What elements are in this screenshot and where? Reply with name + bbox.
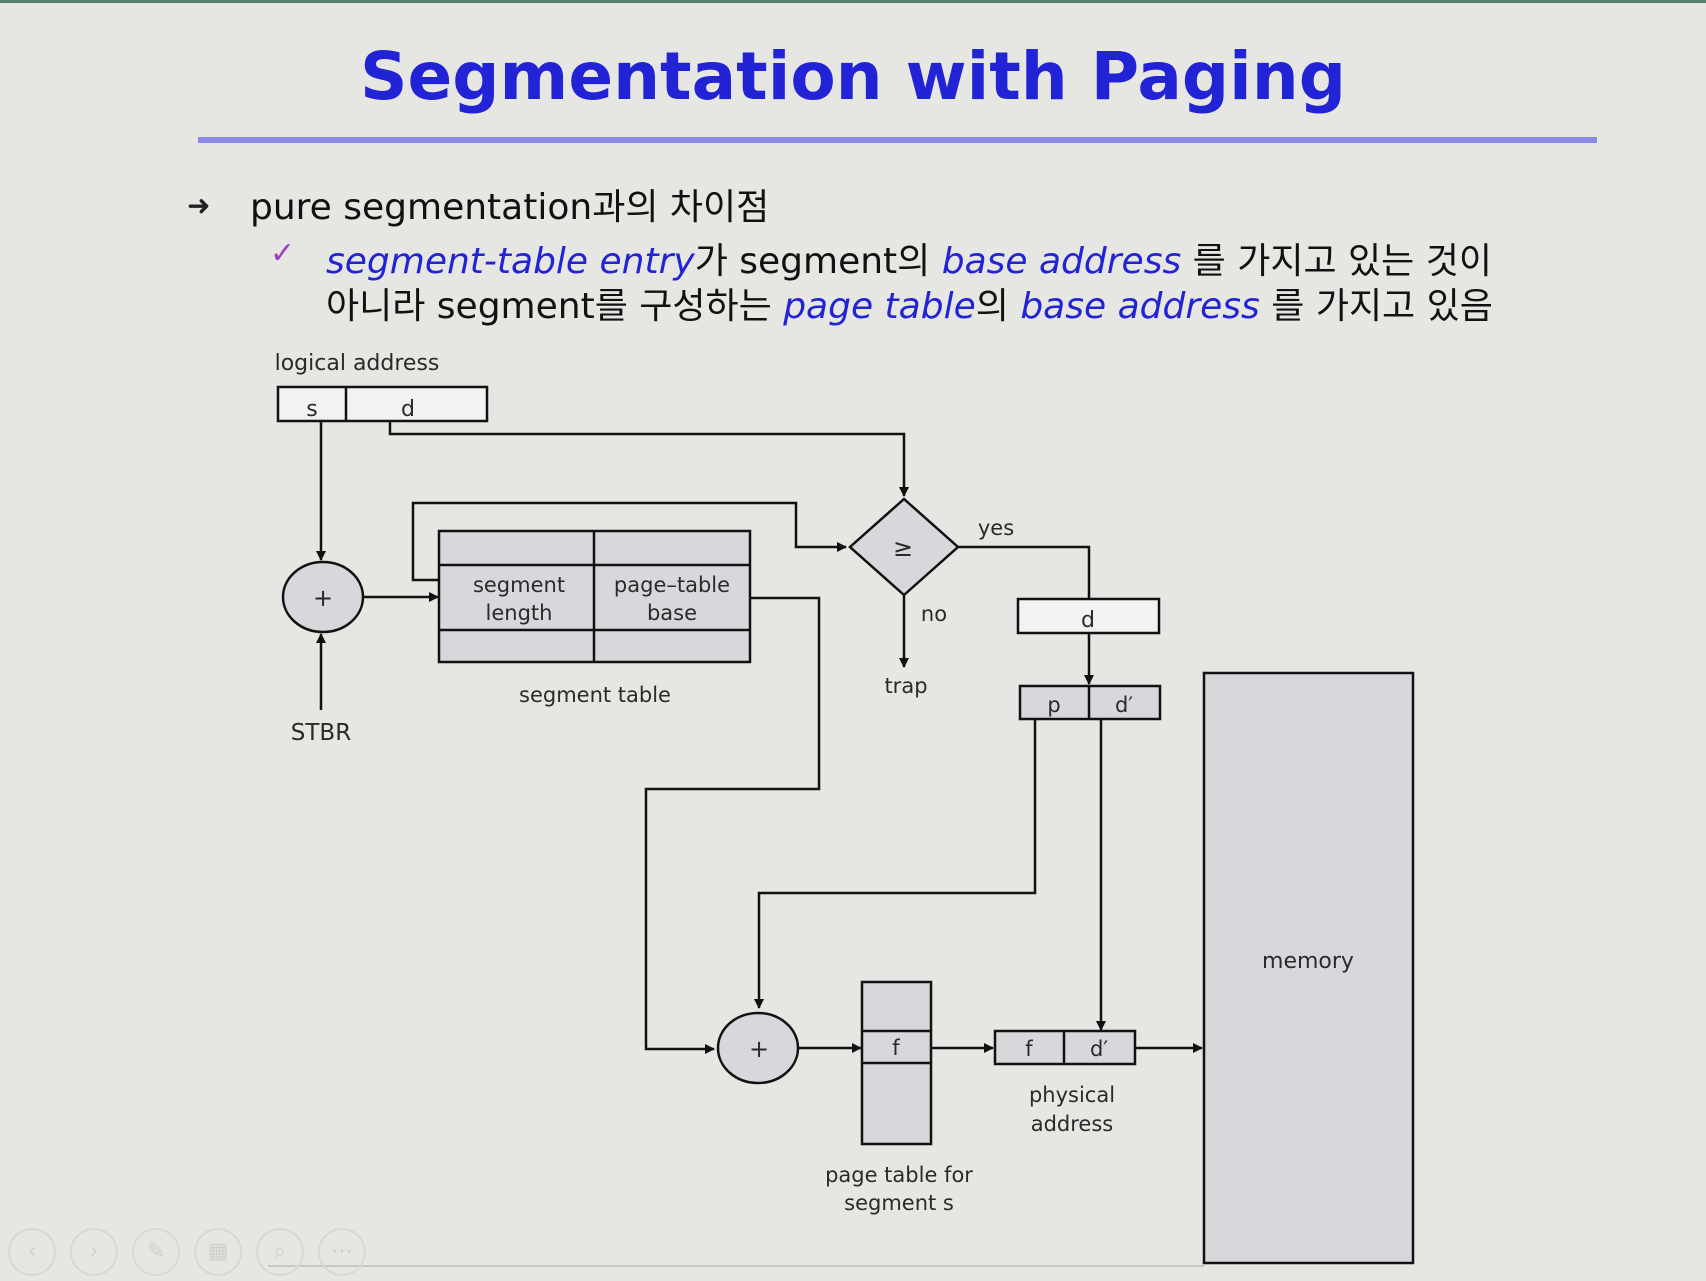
page-table-base-label-1: page–table (614, 573, 730, 597)
memory-block (1202, 671, 1415, 1265)
physical-f-field: f (1025, 1037, 1033, 1061)
bullet-arrow-icon: ➜ (187, 189, 211, 222)
back-icon[interactable]: ‹ (8, 1228, 56, 1276)
segment-length-label-1: segment (473, 573, 565, 597)
yes-label: yes (978, 516, 1014, 540)
page-table-label-2: segment s (844, 1191, 954, 1215)
d-prime-field: d′ (1115, 693, 1133, 717)
line1-text-a: 가 segment의 (694, 241, 942, 282)
page-table-label-1: page table for (825, 1163, 973, 1187)
bullet-main: pure segmentation과의 차이점 (250, 187, 770, 228)
adder-plus-2: + (749, 1035, 769, 1063)
memory-label: memory (1262, 949, 1354, 974)
physical-address-label-2: address (1031, 1112, 1114, 1136)
logical-address-box (276, 385, 489, 423)
physical-d-prime-field: d′ (1090, 1037, 1108, 1061)
term-base-address-2: base address (1020, 286, 1260, 327)
s-field: s (306, 397, 317, 422)
compare-symbol: ≥ (893, 534, 913, 562)
sub-bullet-line-1: segment-table entry가 segment의 base addre… (326, 232, 1492, 284)
d-box (1016, 597, 1161, 635)
physical-address-label-1: physical (1029, 1083, 1115, 1107)
zoom-icon[interactable]: ⌕ (256, 1228, 304, 1276)
trap-label: trap (884, 674, 927, 698)
line2-text-a: 아니라 segment를 구성하는 (326, 286, 784, 327)
line1-text-b: 를 가지고 있는 것이 (1181, 241, 1492, 282)
grid-icon[interactable]: ▦ (194, 1228, 242, 1276)
d-field: d (401, 397, 415, 422)
segment-length-label-2: length (486, 601, 553, 625)
presentation-toolbar: ‹ › ✎ ▦ ⌕ ⋯ (8, 1228, 366, 1276)
term-base-address-1: base address (941, 241, 1182, 282)
length-to-compare-arrow (411, 501, 847, 582)
d-box-label: d (1081, 608, 1095, 633)
line2-text-b: 의 (975, 286, 1021, 327)
forward-icon[interactable]: › (70, 1228, 118, 1276)
term-segment-table-entry: segment-table entry (326, 241, 695, 282)
pen-icon[interactable]: ✎ (132, 1228, 180, 1276)
no-label: no (921, 602, 947, 626)
adder-plus-1: + (313, 584, 333, 612)
segment-table-label: segment table (519, 683, 671, 707)
checkmark-icon: ✓ (270, 236, 296, 271)
sub-bullet-line-2: 아니라 segment를 구성하는 page table의 base addre… (326, 277, 1493, 329)
stbr-label: STBR (291, 720, 351, 746)
page-table-base-label-2: base (647, 601, 697, 625)
title-underline (198, 137, 1597, 143)
logical-address-label: logical address (275, 351, 440, 376)
yes-to-d-line (958, 545, 1091, 599)
p-to-adder-arrow (754, 719, 1037, 1009)
term-page-table: page table (783, 286, 976, 327)
more-icon[interactable]: ⋯ (318, 1228, 366, 1276)
slide-title: Segmentation with Paging (360, 38, 1346, 115)
d-to-compare-arrow (388, 421, 909, 497)
page-table-base-to-adder-arrow (644, 596, 821, 1054)
p-field: p (1047, 693, 1060, 717)
top-accent-bar (0, 0, 1706, 3)
line2-text-c: 를 가지고 있음 (1259, 286, 1493, 327)
page-table-f-entry: f (892, 1036, 900, 1060)
